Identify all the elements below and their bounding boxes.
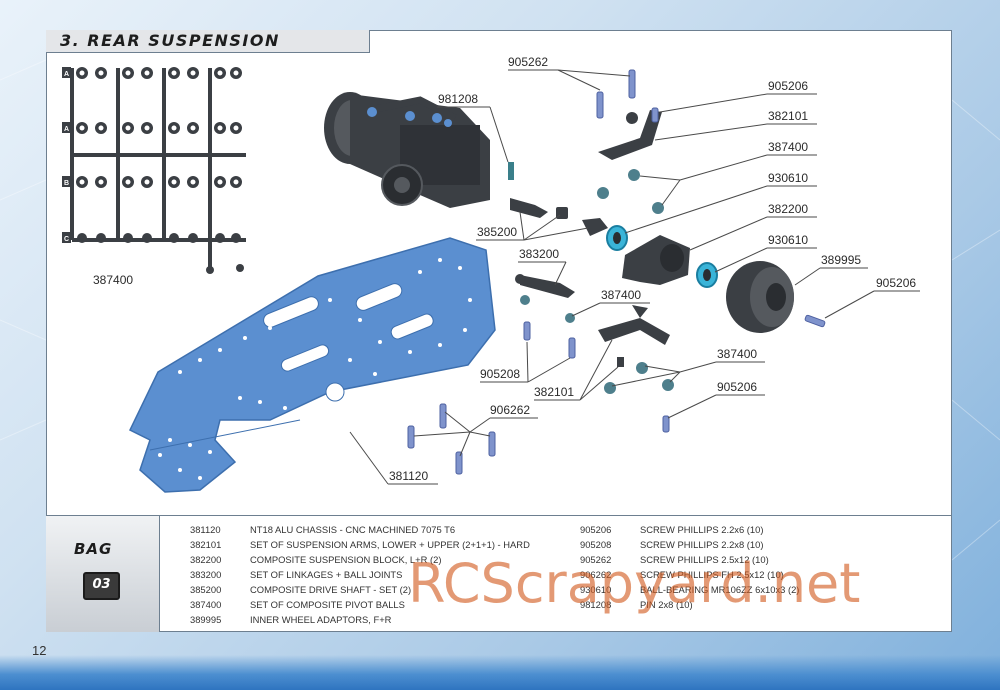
part-code: 389995 [190, 614, 222, 625]
sprue-letter: A [64, 126, 69, 133]
callout-981208: 981208 [438, 92, 478, 106]
part-code: 905206 [580, 524, 612, 535]
small-nut [617, 357, 624, 367]
part-description: SCREW PHILLIPS FH 2.5x12 (10) [640, 569, 784, 580]
callout-387400: 387400 [717, 347, 757, 361]
parts-row: 389995 INNER WHEEL ADAPTORS, F+R [190, 612, 530, 627]
parts-row: 930610 BALL-BEARING MR106ZZ 6x10x3 (2) [580, 582, 799, 597]
parts-row: 385200 COMPOSITE DRIVE SHAFT - SET (2) [190, 582, 530, 597]
linkage [515, 274, 575, 298]
part-code: 382101 [190, 539, 222, 550]
ball-bearings [606, 225, 718, 288]
callout-385200: 385200 [477, 225, 517, 239]
callout-930610: 930610 [768, 171, 808, 185]
bag-panel [46, 515, 952, 632]
parts-row: 981208 PIN 2x8 (10) [580, 597, 799, 612]
part-code: 905262 [580, 554, 612, 565]
callout-387400: 387400 [601, 288, 641, 302]
pin-981208 [508, 162, 514, 180]
sprue-letter: C [64, 236, 69, 243]
callout-906262: 906262 [490, 403, 530, 417]
parts-row: 905208 SCREW PHILLIPS 2.2x8 (10) [580, 537, 799, 552]
part-description: SET OF COMPOSITE PIVOT BALLS [250, 599, 405, 610]
parts-row: 381120 NT18 ALU CHASSIS - CNC MACHINED 70… [190, 522, 530, 537]
rear-pod-assembly [324, 92, 490, 208]
callout-905262: 905262 [508, 55, 548, 69]
callout-930610: 930610 [768, 233, 808, 247]
part-description: COMPOSITE SUSPENSION BLOCK, L+R (2) [250, 554, 442, 565]
inner-wheel-adaptor [726, 261, 794, 333]
leader-lines [349, 69, 920, 485]
callout-382200: 382200 [768, 202, 808, 216]
part-description: COMPOSITE DRIVE SHAFT - SET (2) [250, 584, 412, 595]
chassis-plate [129, 237, 496, 493]
upper-suspension-arm [598, 110, 662, 160]
sprue-letter: A [64, 71, 69, 78]
part-description: INNER WHEEL ADAPTORS, F+R [250, 614, 392, 625]
watermark-text: RCScrapyard.net [408, 552, 861, 615]
parts-list-left: 381120 NT18 ALU CHASSIS - CNC MACHINED 70… [190, 522, 530, 627]
part-code: 981208 [580, 599, 612, 610]
part-description: SCREW PHILLIPS 2.5x12 (10) [640, 554, 769, 565]
callout-905206: 905206 [876, 276, 916, 290]
title-tab [46, 30, 370, 53]
parts-row: 905206 SCREW PHILLIPS 2.2x6 (10) [580, 522, 799, 537]
part-code: 382200 [190, 554, 222, 565]
part-code: 383200 [190, 569, 222, 580]
pivot-ball-sprue: A A B C [62, 67, 246, 274]
parts-row: 383200 SET OF LINKAGES + BALL JOINTS [190, 567, 530, 582]
callout-905206: 905206 [768, 79, 808, 93]
bottom-band [0, 655, 1000, 690]
content-panel [46, 30, 952, 632]
parts-row: 905262 SCREW PHILLIPS 2.5x12 (10) [580, 552, 799, 567]
part-description: SCREW PHILLIPS 2.2x8 (10) [640, 539, 764, 550]
parts-row: 906262 SCREW PHILLIPS FH 2.5x12 (10) [580, 567, 799, 582]
bag-label: BAG [74, 540, 113, 558]
part-description: SET OF SUSPENSION ARMS, LOWER + UPPER (2… [250, 539, 530, 550]
parts-row: 387400 SET OF COMPOSITE PIVOT BALLS [190, 597, 530, 612]
parts-row: 382200 COMPOSITE SUSPENSION BLOCK, L+R (2… [190, 552, 530, 567]
callout-381120: 381120 [389, 469, 428, 483]
callout-389995: 389995 [821, 253, 861, 267]
callout-387400: 387400 [768, 140, 808, 154]
part-description: SCREW PHILLIPS 2.2x6 (10) [640, 524, 764, 535]
part-description: NT18 ALU CHASSIS - CNC MACHINED 7075 T6 [250, 524, 456, 535]
part-code: 387400 [190, 599, 222, 610]
screws [407, 69, 826, 475]
bag-number-icon [83, 572, 120, 600]
callout-905206: 905206 [717, 380, 757, 394]
suspension-block [622, 235, 690, 285]
page-number: 12 [32, 643, 47, 658]
part-code: 930610 [580, 584, 612, 595]
part-code: 381120 [190, 524, 221, 535]
part-description: BALL-BEARING MR106ZZ 6x10x3 (2) [640, 584, 800, 595]
lower-suspension-arm [598, 305, 670, 345]
sprue-part-number: 387400 [93, 273, 133, 287]
part-code: 905208 [580, 539, 612, 550]
callout-382101: 382101 [534, 385, 574, 399]
callout-905208: 905208 [480, 367, 520, 381]
drive-shaft-parts [510, 198, 608, 236]
callout-382101: 382101 [768, 109, 808, 123]
part-code: 906262 [580, 569, 612, 580]
part-description: SET OF LINKAGES + BALL JOINTS [250, 569, 403, 580]
callout-383200: 383200 [519, 247, 559, 261]
part-description: PIN 2x8 (10) [640, 599, 693, 610]
section-title: 3. REAR SUSPENSION [60, 31, 280, 50]
exploded-diagram: A A B C 387400 [62, 55, 920, 493]
parts-row: 382101 SET OF SUSPENSION ARMS, LOWER + UP… [190, 537, 530, 552]
bag-number: 03 [92, 577, 111, 592]
part-code: 385200 [190, 584, 222, 595]
sprue-letter: B [64, 180, 69, 187]
